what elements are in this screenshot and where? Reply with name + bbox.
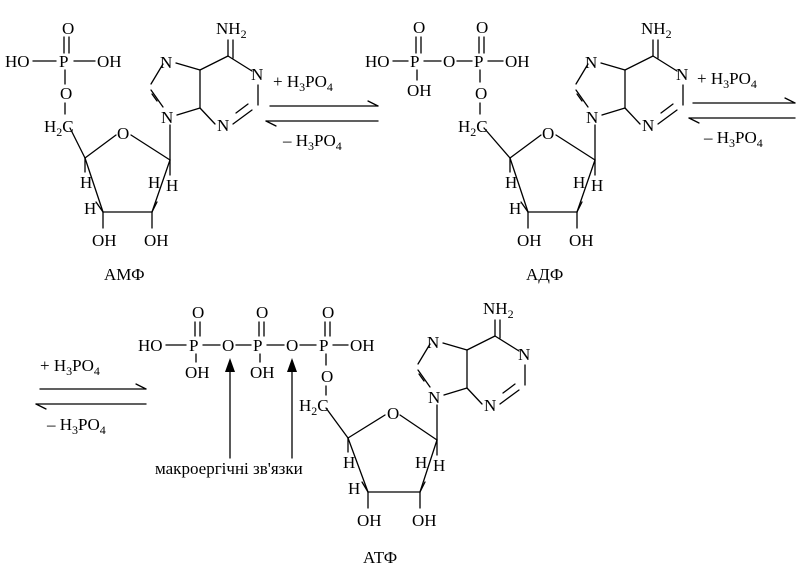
atp-h2: H bbox=[348, 479, 360, 498]
adp-p1-oh: OH bbox=[407, 81, 432, 100]
adp-h1: H bbox=[505, 173, 517, 192]
adp-n1: N bbox=[676, 65, 688, 84]
amp-phosphorus: P bbox=[59, 52, 68, 71]
adp-ch2: H2C bbox=[458, 117, 488, 139]
amp-n1: N bbox=[251, 65, 263, 84]
adp-p1-double-o: O bbox=[413, 18, 425, 37]
adp-ho: HO bbox=[365, 52, 390, 71]
amp-n9: N bbox=[161, 108, 173, 127]
equilibrium-arrows-1: + H3PO4 – H3PO4 bbox=[265, 72, 379, 153]
amp-oh1: OH bbox=[92, 231, 117, 250]
atp-oh1: OH bbox=[357, 511, 382, 530]
atp-n7: N bbox=[427, 333, 439, 352]
atp-caption: АТФ bbox=[363, 548, 397, 567]
amp-molecule: O HO P OH O H2C O H H OH H OH H N bbox=[5, 19, 263, 250]
reagent-remove-3: – H3PO4 bbox=[46, 415, 106, 437]
equilibrium-arrows-2: + H3PO4 – H3PO4 bbox=[688, 69, 796, 150]
amp-caption: АМФ bbox=[104, 265, 145, 284]
high-energy-bond-arrows bbox=[225, 358, 297, 459]
amp-h1: H bbox=[80, 173, 92, 192]
atp-ester-o: O bbox=[321, 367, 333, 386]
atp-h1: H bbox=[343, 453, 355, 472]
amp-phosphate-ho: HO bbox=[5, 52, 30, 71]
atp-p2-double-o: O bbox=[256, 303, 268, 322]
atp-p3-double-o: O bbox=[322, 303, 334, 322]
amp-h2: H bbox=[84, 199, 96, 218]
atp-p1-oh: OH bbox=[185, 363, 210, 382]
adp-p2-double-o: O bbox=[476, 18, 488, 37]
amp-n7: N bbox=[160, 53, 172, 72]
reagent-add-1: + H3PO4 bbox=[273, 72, 333, 94]
atp-bridge-o1: O bbox=[222, 336, 234, 355]
atp-h3: H bbox=[415, 453, 427, 472]
atp-n9: N bbox=[428, 388, 440, 407]
adp-ring-o: O bbox=[542, 124, 554, 143]
atp-ring-o: O bbox=[387, 404, 399, 423]
amp-ch2: H2C bbox=[44, 117, 74, 139]
atp-nh2: NH2 bbox=[483, 299, 514, 321]
adp-molecule: O O HO P O P OH OH O H2C O H H OH bbox=[365, 18, 688, 250]
adp-ester-o: O bbox=[475, 84, 487, 103]
adp-h2: H bbox=[509, 199, 521, 218]
equilibrium-arrows-3: + H3PO4 – H3PO4 bbox=[35, 356, 147, 437]
high-energy-bonds-label: макроергічні зв'язки bbox=[155, 459, 303, 478]
adp-h3: H bbox=[573, 173, 585, 192]
adp-h4: H bbox=[591, 176, 603, 195]
atp-p3: P bbox=[319, 336, 328, 355]
amp-h4: H bbox=[166, 176, 178, 195]
amp-nh2: NH2 bbox=[216, 19, 247, 41]
amp-h3: H bbox=[148, 173, 160, 192]
amp-oh2: OH bbox=[144, 231, 169, 250]
atp-ho: HO bbox=[138, 336, 163, 355]
adp-nh2: NH2 bbox=[641, 19, 672, 41]
adp-bridge-o: O bbox=[443, 52, 455, 71]
atp-n1: N bbox=[518, 345, 530, 364]
atp-n3: N bbox=[484, 396, 496, 415]
atp-oh2: OH bbox=[412, 511, 437, 530]
atp-p1-double-o: O bbox=[192, 303, 204, 322]
reagent-remove-1: – H3PO4 bbox=[282, 131, 342, 153]
adp-oh2: OH bbox=[569, 231, 594, 250]
atp-p1: P bbox=[189, 336, 198, 355]
adp-n9: N bbox=[586, 108, 598, 127]
atp-p2-oh: OH bbox=[250, 363, 275, 382]
amp-phosphate-double-o: O bbox=[62, 19, 74, 38]
atp-bridge-o2: O bbox=[286, 336, 298, 355]
adp-n3: N bbox=[642, 116, 654, 135]
amp-phosphate-oh: OH bbox=[97, 52, 122, 71]
adp-oh: OH bbox=[505, 52, 530, 71]
atp-molecule: O O O HO P O P O P OH OH OH O H2C O bbox=[138, 299, 530, 530]
atp-ch2: H2C bbox=[299, 396, 329, 418]
atp-p2: P bbox=[253, 336, 262, 355]
atp-h4: H bbox=[433, 456, 445, 475]
adp-oh1: OH bbox=[517, 231, 542, 250]
adp-caption: АДФ bbox=[526, 265, 563, 284]
reagent-remove-2: – H3PO4 bbox=[703, 128, 763, 150]
amp-bridge-o: O bbox=[60, 84, 72, 103]
amp-ring-o: O bbox=[117, 124, 129, 143]
adp-p1: P bbox=[410, 52, 419, 71]
adp-n7: N bbox=[585, 53, 597, 72]
adp-p2: P bbox=[474, 52, 483, 71]
reagent-add-2: + H3PO4 bbox=[697, 69, 757, 91]
atp-oh: OH bbox=[350, 336, 375, 355]
reagent-add-3: + H3PO4 bbox=[40, 356, 100, 378]
amp-n3: N bbox=[217, 116, 229, 135]
